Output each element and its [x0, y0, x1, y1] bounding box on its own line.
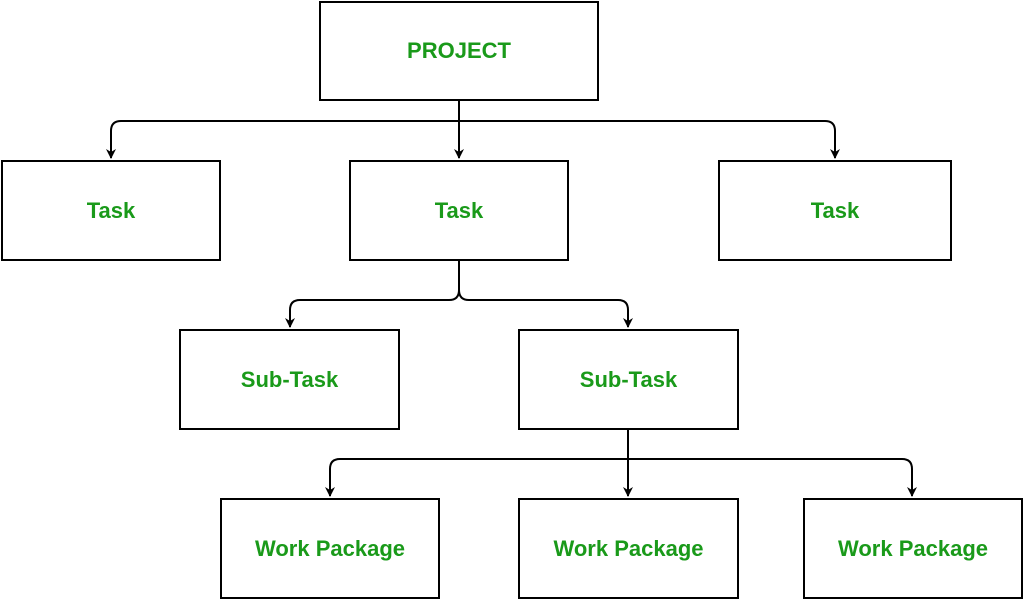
edge-project-to-task-right: [459, 120, 840, 159]
work-package-label: Work Package: [254, 535, 405, 561]
edge-project-to-task-left: [106, 101, 460, 159]
task-node-right: Task: [718, 160, 952, 261]
subtask-label: Sub-Task: [579, 366, 678, 392]
work-package-node-right: Work Package: [803, 498, 1023, 599]
work-package-node-middle: Work Package: [518, 498, 739, 599]
project-node: PROJECT: [319, 1, 599, 101]
task-node-left: Task: [1, 160, 221, 261]
edge-subtask-to-wp-right: [628, 458, 917, 497]
work-package-label: Work Package: [553, 535, 704, 561]
task-node-middle: Task: [349, 160, 569, 261]
work-package-label: Work Package: [837, 535, 988, 561]
task-label: Task: [810, 197, 860, 223]
task-label: Task: [86, 197, 136, 223]
subtask-node-right: Sub-Task: [518, 329, 739, 430]
edge-subtask-to-wp-left: [325, 430, 629, 497]
subtask-node-left: Sub-Task: [179, 329, 400, 430]
edge-task-to-subtask-right: [458, 289, 633, 328]
task-label: Task: [434, 197, 484, 223]
subtask-label: Sub-Task: [240, 366, 339, 392]
edge-task-to-subtask-left: [285, 261, 460, 328]
project-label: PROJECT: [407, 38, 511, 63]
work-package-node-left: Work Package: [220, 498, 440, 599]
